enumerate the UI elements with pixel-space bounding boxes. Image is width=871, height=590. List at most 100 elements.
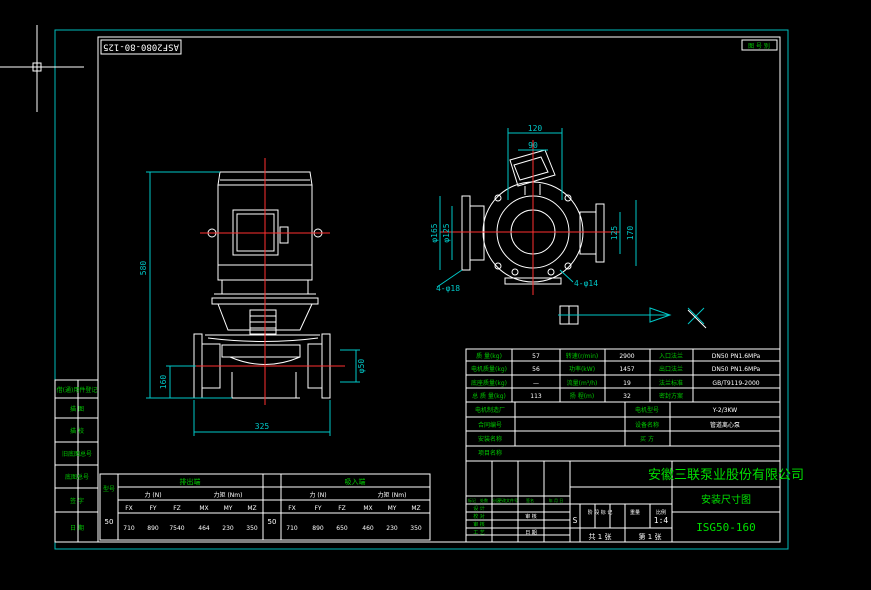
load-col-header: MX bbox=[363, 505, 372, 512]
load-left-value: 464 bbox=[198, 525, 210, 532]
info-cell: 管道离心泵 bbox=[710, 421, 740, 429]
spec-cell: 扬 程(m) bbox=[570, 392, 594, 400]
spec-cell: 转速(r/min) bbox=[566, 352, 599, 360]
spec-cell: DN50 PN1.6MPa bbox=[712, 366, 761, 373]
load-moment-right: 力矩 (Nm) bbox=[378, 491, 407, 499]
load-left-value: 710 bbox=[123, 525, 135, 532]
scale-value: 1:4 bbox=[654, 516, 669, 525]
side-label: 描 校 bbox=[70, 427, 84, 435]
load-dn: 50 bbox=[105, 518, 114, 526]
title-name: 审 核 bbox=[525, 513, 537, 520]
inner-frame bbox=[97, 36, 781, 543]
spec-cell: 1457 bbox=[619, 366, 634, 373]
load-col-header: FZ bbox=[338, 505, 346, 512]
load-right-value: 460 bbox=[362, 525, 374, 532]
dim-flange-right-inner: 125 bbox=[610, 226, 619, 241]
corner-label: 图 号 别 bbox=[748, 42, 770, 50]
load-force-left: 力 (N) bbox=[144, 491, 161, 499]
spec-cell: 总 质 量(kg) bbox=[472, 392, 506, 400]
front-view-pump bbox=[193, 171, 331, 399]
dim-base-width: 325 bbox=[255, 422, 270, 431]
title-grid-header: 重量 bbox=[630, 509, 640, 516]
load-col-header: FZ bbox=[173, 505, 181, 512]
info-cell: 设备名称 bbox=[635, 421, 659, 429]
title-left-label: 处数 bbox=[480, 497, 488, 503]
dim-width-inner: 90 bbox=[528, 141, 538, 150]
spec-cell: 2900 bbox=[619, 353, 634, 360]
dim-flange-left-inner: φ125 bbox=[442, 223, 451, 242]
title-role: 审 核 bbox=[473, 521, 485, 528]
side-label: 旧底图总号 bbox=[62, 450, 92, 458]
load-right-value: 710 bbox=[286, 525, 298, 532]
spec-cell: 质 量(kg) bbox=[476, 352, 502, 360]
spec-cell: 电机质量(kg) bbox=[471, 365, 507, 373]
title-left-label: 签名 bbox=[526, 497, 534, 503]
dim-flange-right-outer: 170 bbox=[626, 226, 635, 241]
load-right-value: 650 bbox=[336, 525, 348, 532]
load-table bbox=[99, 473, 431, 541]
load-col-header: MZ bbox=[247, 505, 256, 512]
spec-cell: 32 bbox=[623, 393, 631, 400]
load-right-value: 230 bbox=[386, 525, 398, 532]
load-col-header: FY bbox=[149, 505, 156, 512]
spec-cell: 56 bbox=[532, 366, 540, 373]
sheet-count: 共 1 张 bbox=[589, 532, 612, 541]
load-left-value: 350 bbox=[246, 525, 258, 532]
spec-table bbox=[465, 348, 781, 462]
load-col-header: FY bbox=[314, 505, 321, 512]
side-label: 描 图 bbox=[70, 405, 84, 413]
side-label: 签 字 bbox=[70, 497, 84, 505]
rotated-code: ASF2080-80-125 bbox=[103, 42, 179, 52]
load-right-value: 350 bbox=[410, 525, 422, 532]
company-name: 安徽三联泵业股份有限公司 bbox=[648, 468, 804, 483]
info-cell: 电机型号 bbox=[635, 406, 659, 414]
spec-cell: 密封方案 bbox=[659, 392, 683, 400]
dim-width-outer: 120 bbox=[528, 124, 543, 133]
spec-cell: 法兰标准 bbox=[659, 379, 683, 387]
spec-cell: GB/T9119-2000 bbox=[712, 380, 759, 387]
spec-cell: 19 bbox=[623, 380, 631, 387]
spec-cell: 出口法兰 bbox=[659, 365, 683, 373]
stage-label: S bbox=[573, 516, 578, 525]
load-moment-left: 力矩 (Nm) bbox=[214, 491, 243, 499]
load-dn: 50 bbox=[268, 518, 277, 526]
spec-cell: — bbox=[533, 380, 539, 387]
load-left-value: 230 bbox=[222, 525, 234, 532]
info-cell: 合同编号 bbox=[478, 421, 502, 429]
load-right-value: 890 bbox=[312, 525, 324, 532]
info-cell: 项目名称 bbox=[478, 449, 502, 457]
spec-cell: DN50 PN1.6MPa bbox=[712, 353, 761, 360]
spec-cell: 流量(m³/h) bbox=[567, 379, 598, 387]
load-left-value: 890 bbox=[147, 525, 159, 532]
title-role: 校 对 bbox=[473, 513, 485, 520]
dim-outlet-dia: φ50 bbox=[357, 359, 366, 374]
spec-cell: 入口法兰 bbox=[659, 352, 683, 360]
load-col-header: FX bbox=[125, 505, 133, 512]
model-number: ISG50-160 bbox=[696, 521, 756, 534]
side-center-lines bbox=[440, 140, 620, 295]
sheet-number: 第 1 张 bbox=[639, 532, 662, 541]
title-role: 设 计 bbox=[473, 505, 485, 512]
info-cell: 买 方 bbox=[640, 435, 654, 443]
title-grid-header: 比例 bbox=[656, 509, 666, 516]
title-left-label: 分区 bbox=[492, 497, 500, 503]
side-label-column bbox=[54, 379, 99, 543]
spec-cell: 113 bbox=[530, 393, 542, 400]
load-left-value: 7540 bbox=[169, 525, 184, 532]
load-right-title: 吸入端 bbox=[345, 477, 366, 486]
title-block-cells: 标记处数分区更改文件号签名年 月 日设 计校 对审 核工 艺审 核日 期阶 段 … bbox=[468, 497, 666, 536]
title-name: 日 期 bbox=[525, 530, 537, 536]
ucs-icon bbox=[687, 309, 707, 329]
rotated-code-box: ASF2080-80-125 bbox=[100, 39, 182, 55]
title-grid-header: 阶 段 标 记 bbox=[588, 509, 613, 516]
spec-cell: 底座质量(kg) bbox=[471, 379, 507, 387]
side-label: 借(通)用件登记 bbox=[57, 386, 98, 394]
load-col-header: MY bbox=[224, 505, 233, 512]
load-col-header: MX bbox=[199, 505, 208, 512]
dim-overall-height: 580 bbox=[139, 261, 148, 276]
corner-label-box: 图 号 别 bbox=[741, 39, 778, 51]
side-dimensions bbox=[436, 128, 705, 325]
